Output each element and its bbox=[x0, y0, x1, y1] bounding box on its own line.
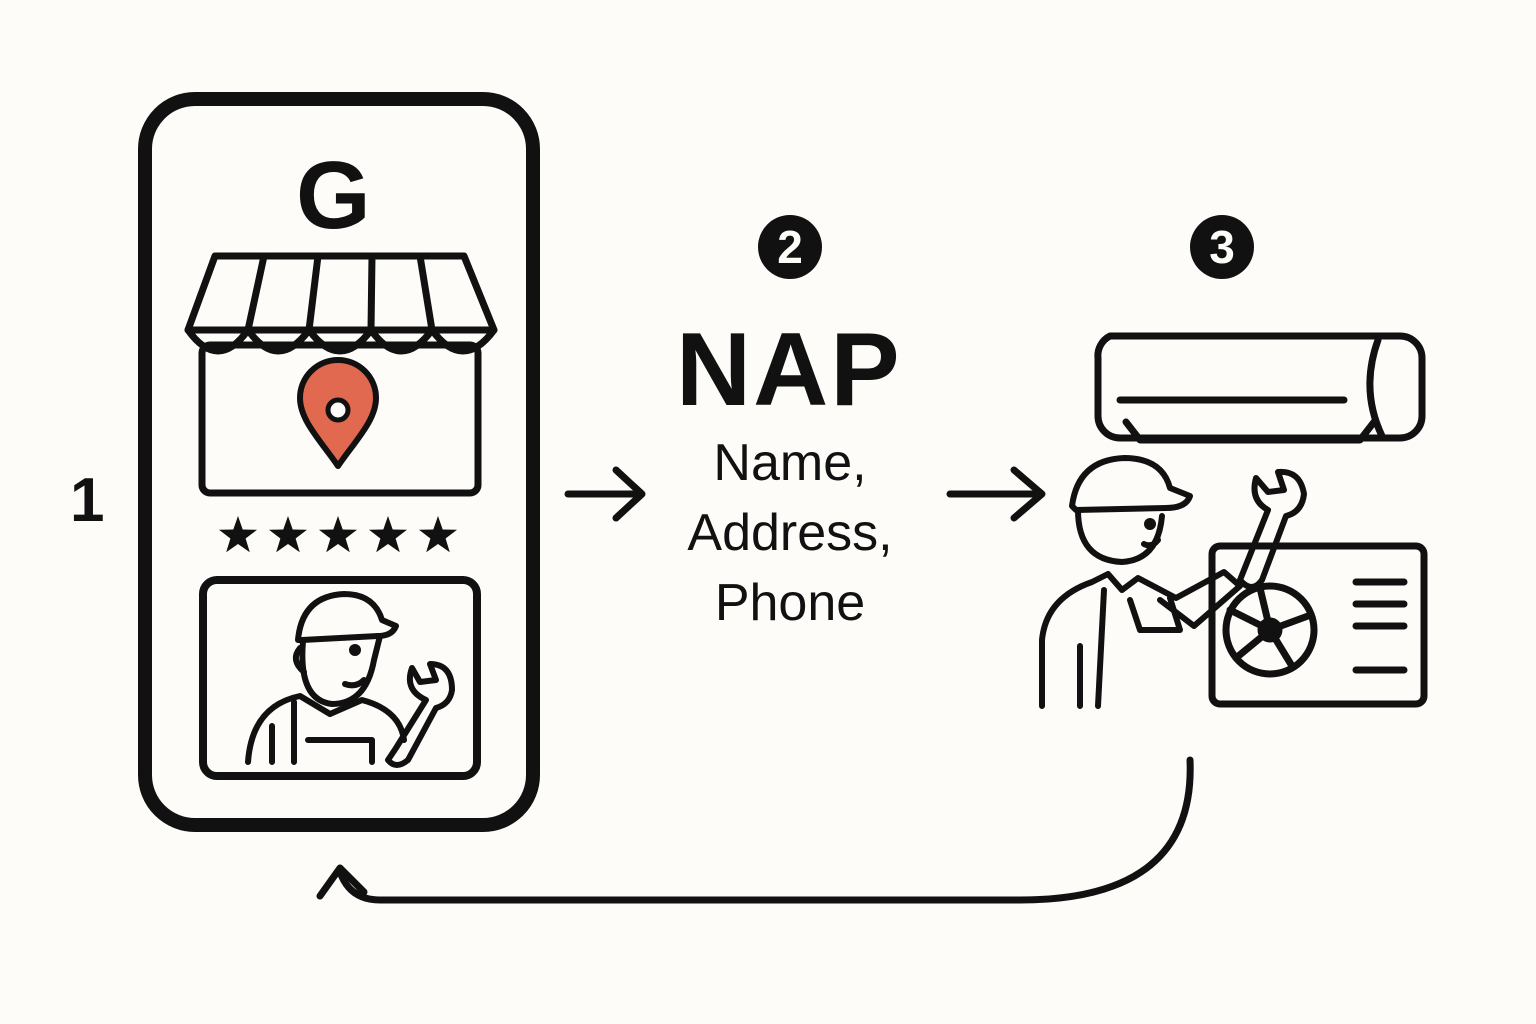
star-icon bbox=[219, 516, 257, 553]
nap-name: Name, bbox=[713, 434, 867, 492]
storefront-awning-icon bbox=[184, 252, 498, 497]
wrench-icon bbox=[385, 661, 455, 768]
star-icon bbox=[319, 516, 357, 553]
technician-photo-frame bbox=[199, 576, 481, 780]
return-arrow-icon bbox=[316, 756, 1194, 904]
star-icon bbox=[369, 516, 407, 553]
location-pin-icon bbox=[297, 357, 379, 469]
technician-icon bbox=[245, 591, 407, 765]
air-conditioner-icon bbox=[1094, 332, 1426, 444]
arrow-right-icon bbox=[564, 466, 646, 522]
nap-phone: Phone bbox=[714, 574, 866, 632]
star-icon bbox=[419, 516, 457, 553]
nap-address: Address, bbox=[687, 504, 893, 562]
nap-title: NAP bbox=[676, 312, 902, 428]
google-logo: G bbox=[296, 142, 371, 249]
step-3-badge: 3 bbox=[1190, 215, 1254, 279]
rating-stars bbox=[219, 516, 457, 553]
step-1-number: 1 bbox=[70, 466, 105, 535]
phone-frame bbox=[138, 92, 540, 832]
technician-icon-large bbox=[1039, 455, 1243, 709]
step-2-badge: 2 bbox=[758, 215, 822, 279]
wrench-icon-large bbox=[1237, 468, 1307, 590]
nap-list: Name, Address, Phone bbox=[640, 428, 940, 638]
arrow-right-icon-2 bbox=[946, 466, 1046, 522]
star-icon bbox=[269, 516, 307, 553]
outdoor-unit-fan-icon bbox=[1208, 542, 1428, 708]
